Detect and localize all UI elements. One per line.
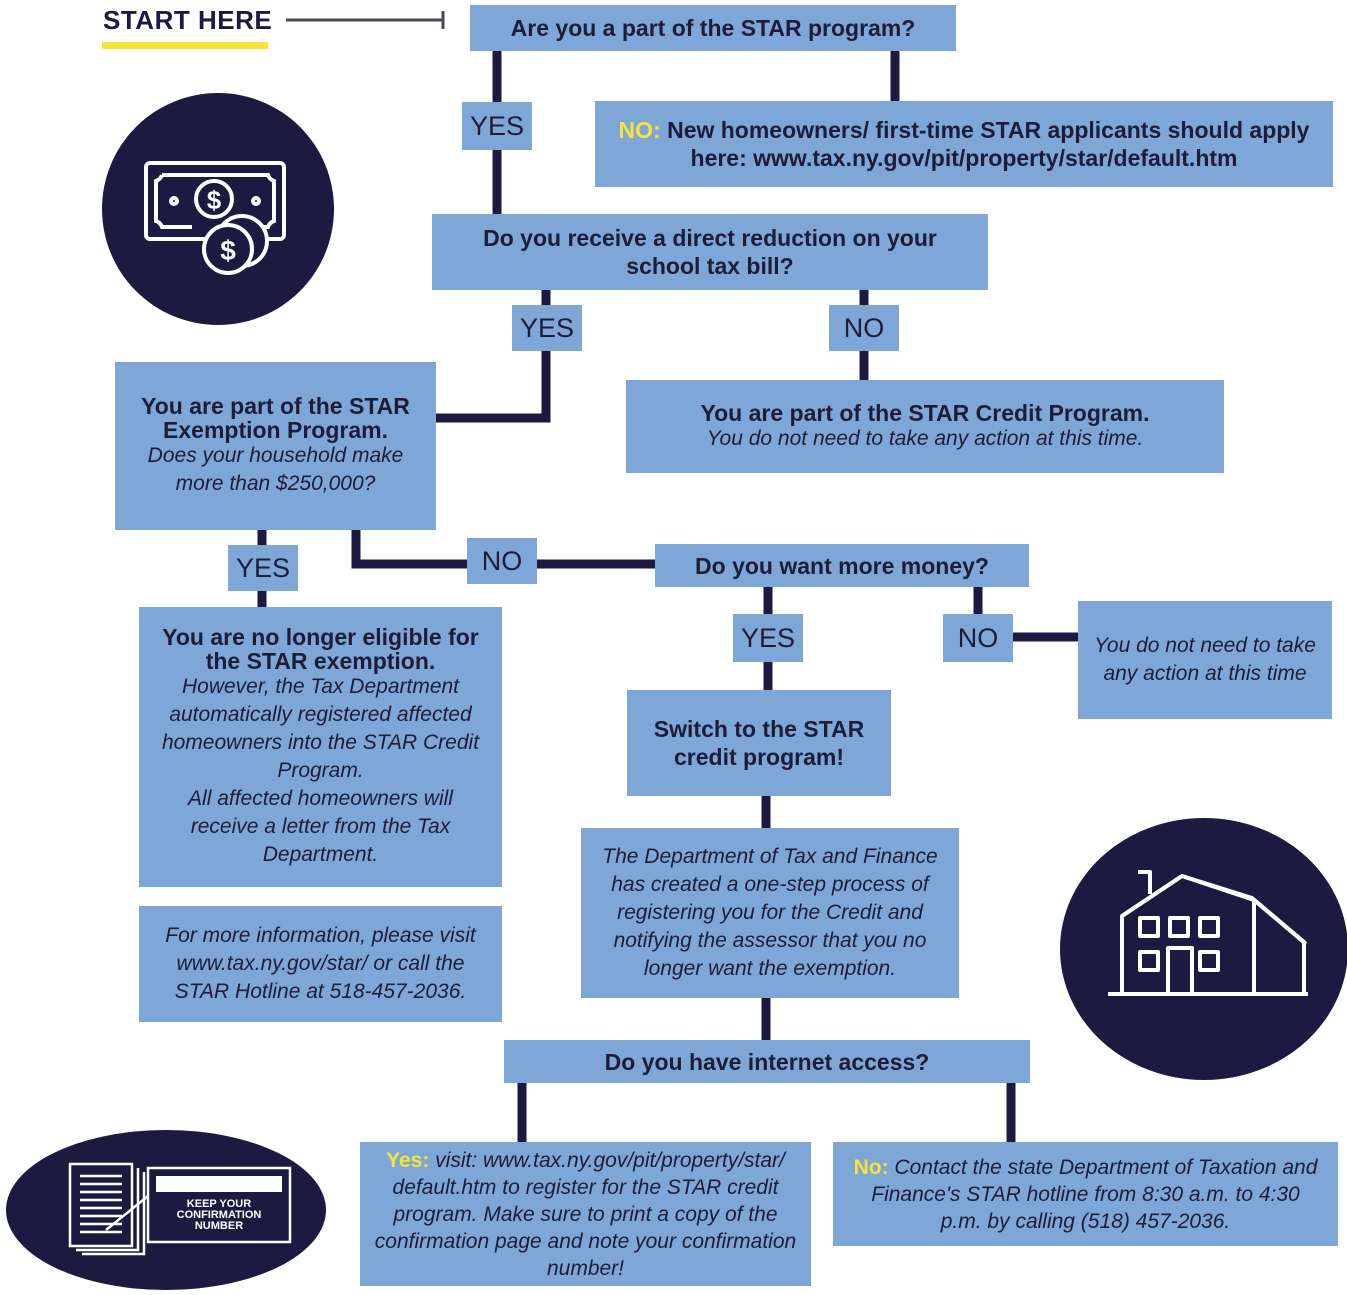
credit-title: You are part of the STAR Credit Program. [700,399,1150,426]
credit-program-box: You are part of the STAR Credit Program.… [626,380,1224,473]
question-direct-reduction-text: Do you receive a direct reduction on you… [483,225,937,279]
no-new-homeowners-text: New homeowners/ first-time STAR applican… [667,117,1310,171]
more-info-box: For more information, please visit www.t… [139,906,502,1022]
question-internet-access: Do you have internet access? [504,1040,1030,1083]
no-new-homeowners-box: NO: New homeowners/ first-time STAR appl… [595,101,1333,187]
question-more-money-text: Do you want more money? [695,552,989,579]
question-star-program-text: Are you a part of the STAR program? [510,15,916,41]
money-icon: $ $ [144,161,286,275]
no-lead: NO: [618,117,661,143]
svg-text:$: $ [207,185,222,215]
yes-internet-lead: Yes: [386,1148,430,1172]
confirmation-icon-text: KEEP YOUR CONFIRMATION NUMBER [176,1198,262,1232]
label-yes-2: YES [512,305,582,351]
one-step-process-text: The Department of Tax and Finance has cr… [602,845,938,980]
switch-credit-box: Switch to the STAR credit program! [627,690,891,796]
question-more-money: Do you want more money? [655,544,1029,587]
ineligible-body-2: All affected homeowners will receive a l… [188,787,453,866]
no-action-box: You do not need to take any action at th… [1078,601,1332,719]
question-internet-access-text: Do you have internet access? [604,1048,930,1075]
switch-credit-text: Switch to the STAR credit program! [653,716,865,770]
yes-internet-box: Yes: visit: www.tax.ny.gov/pit/property/… [360,1142,811,1286]
confirmation-icon-ellipse: KEEP YOUR CONFIRMATION NUMBER [6,1130,326,1290]
money-icon-circle: $ $ [102,93,334,325]
question-direct-reduction: Do you receive a direct reduction on you… [432,214,988,290]
yes-internet-text: visit: www.tax.ny.gov/pit/property/star/… [374,1148,797,1280]
ineligible-title: You are no longer eligible for the STAR … [162,624,479,674]
no-internet-lead: No: [853,1155,889,1179]
ineligible-box: You are no longer eligible for the STAR … [139,607,502,887]
exemption-program-box: You are part of the STAR Exemption Progr… [115,362,436,530]
label-yes-3: YES [228,545,298,591]
house-icon [1108,870,1308,996]
ineligible-body-1: However, the Tax Department automaticall… [161,675,480,782]
more-info-text: For more information, please visit www.t… [165,924,476,1003]
question-star-program: Are you a part of the STAR program? [470,5,956,51]
confirmation-document-icon [68,1162,292,1256]
no-internet-text: Contact the state Department of Taxation… [871,1155,1318,1233]
start-here-underline [102,42,268,49]
start-here-label: START HERE [103,5,273,35]
one-step-process-box: The Department of Tax and Finance has cr… [581,828,959,998]
label-yes-1: YES [462,102,532,150]
exemption-question: Does your household make more than $250,… [147,444,404,495]
svg-text:$: $ [220,235,236,266]
house-icon-circle [1060,818,1347,1080]
exemption-title: You are part of the STAR Exemption Progr… [141,393,410,443]
label-no-4: NO [943,614,1013,662]
no-internet-box: No: Contact the state Department of Taxa… [833,1142,1338,1246]
no-action-text: You do not need to take any action at th… [1094,634,1316,685]
label-yes-4: YES [733,614,803,662]
credit-note: You do not need to take any action at th… [706,426,1144,450]
label-no-3: NO [467,538,537,584]
label-no-2: NO [829,305,899,351]
